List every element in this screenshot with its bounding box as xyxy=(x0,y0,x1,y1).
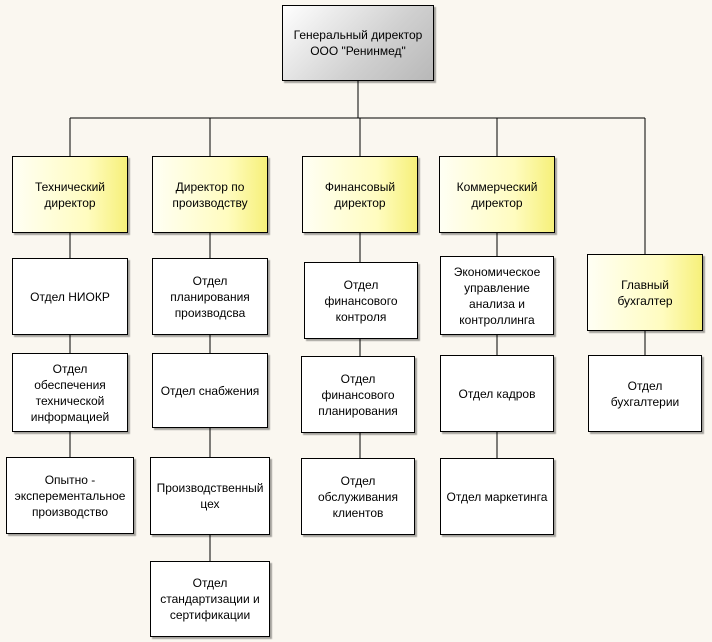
supply-department-box: Отдел снабжения xyxy=(152,353,268,428)
technical-director-label: Технический директор xyxy=(35,179,105,210)
production-planning-department-box: Отдел планирования производсва xyxy=(152,258,268,335)
commercial-director-box: Коммерческий директор xyxy=(439,156,555,233)
chief-accountant-label: Главный бухгалтер xyxy=(617,277,673,308)
department-label: Отдел планирования производсва xyxy=(170,273,250,320)
rnd-department-box: Отдел НИОКР xyxy=(12,258,128,335)
financial-control-department-box: Отдел финансового контроля xyxy=(304,262,418,339)
department-label: Отдел бухгалтерии xyxy=(610,378,680,409)
financial-planning-department-box: Отдел финансового планирования xyxy=(301,356,415,433)
department-label: Отдел снабжения xyxy=(160,383,260,398)
department-label: Отдел НИОКР xyxy=(30,289,110,304)
marketing-department-box: Отдел маркетинга xyxy=(440,458,554,535)
commercial-director-label: Коммерческий директор xyxy=(456,179,538,210)
chief-accountant-box: Главный бухгалтер xyxy=(587,254,703,331)
production-director-box: Директор по производству xyxy=(152,156,268,233)
accounting-department-box: Отдел бухгалтерии xyxy=(588,355,702,432)
department-label: Производственный цех xyxy=(156,481,264,511)
department-label: Отдел стандартизации и сертификации xyxy=(160,576,260,622)
general-director-box: Генеральный директор ООО "Ренинмед" xyxy=(282,5,434,81)
standardization-department-box: Отдел стандартизации и сертификации xyxy=(150,561,270,637)
department-label: Отдел финансового планирования xyxy=(318,371,398,418)
customer-service-department-box: Отдел обслуживания клиентов xyxy=(301,458,415,535)
department-label: Отдел маркетинга xyxy=(446,489,548,504)
general-director-label: Генеральный директор ООО "Ренинмед" xyxy=(293,28,423,58)
department-label: Отдел кадров xyxy=(458,386,536,401)
technical-information-department-box: Отдел обеспечения технической информацие… xyxy=(12,353,128,432)
department-label: Экономическое управление анализа и контр… xyxy=(453,264,541,327)
production-shop-box: Производственный цех xyxy=(150,457,270,535)
department-label: Опытно - эксперементальное производство xyxy=(14,472,126,519)
technical-director-box: Технический директор xyxy=(12,156,128,233)
department-label: Отдел обеспечения технической информацие… xyxy=(30,361,110,424)
economic-analysis-department-box: Экономическое управление анализа и контр… xyxy=(440,256,554,335)
finance-director-label: Финансовый директор xyxy=(324,179,396,210)
hr-department-box: Отдел кадров xyxy=(440,355,554,432)
department-label: Отдел обслуживания клиентов xyxy=(317,473,399,520)
finance-director-box: Финансовый директор xyxy=(302,156,418,233)
experimental-production-box: Опытно - эксперементальное производство xyxy=(6,457,134,534)
production-director-label: Директор по производству xyxy=(172,179,248,210)
department-label: Отдел финансового контроля xyxy=(324,277,398,324)
